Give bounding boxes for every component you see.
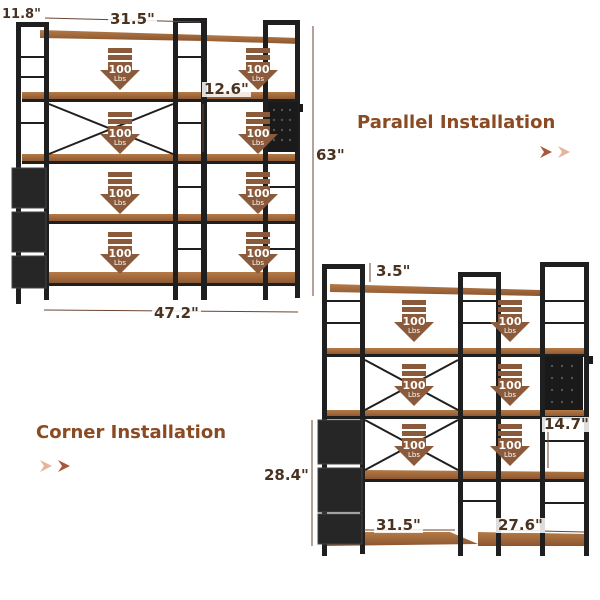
corner-width-left-label: 31.5"	[374, 516, 423, 534]
weight-value: 100	[498, 315, 522, 328]
weight-value: 100	[108, 63, 132, 76]
weight-unit: Lbs	[504, 451, 516, 459]
weight-unit: Lbs	[504, 327, 516, 335]
weight-unit: Lbs	[408, 451, 420, 459]
corner-shelf	[311, 262, 593, 556]
weight-value: 100	[246, 127, 270, 140]
weight-unit: Lbs	[252, 199, 264, 207]
weight-unit: Lbs	[408, 391, 420, 399]
weight-unit: Lbs	[252, 75, 264, 83]
corner-storage-bags	[317, 419, 363, 545]
weight-value: 100	[246, 63, 270, 76]
weight-value: 100	[498, 379, 522, 392]
parallel-storage-bags	[11, 167, 47, 289]
weight-unit: Lbs	[114, 139, 126, 147]
parallel-depth-label: 11.8"	[0, 7, 43, 22]
parallel-shelf-gap-label: 12.6"	[202, 80, 251, 98]
weight-unit: Lbs	[408, 327, 420, 335]
weight-unit: Lbs	[252, 259, 264, 267]
corner-top-gap-label: 3.5"	[374, 262, 413, 280]
weight-value: 100	[108, 127, 132, 140]
weight-value: 100	[402, 315, 426, 328]
weight-value: 100	[246, 247, 270, 260]
parallel-shelf-boards	[22, 30, 300, 286]
corner-width-right-label: 27.6"	[496, 516, 545, 534]
corner-pegboard	[545, 356, 593, 410]
weight-unit: Lbs	[114, 199, 126, 207]
weight-value: 100	[108, 187, 132, 200]
weight-value: 100	[498, 439, 522, 452]
weight-unit: Lbs	[252, 139, 264, 147]
weight-value: 100	[402, 379, 426, 392]
weight-value: 100	[246, 187, 270, 200]
parallel-total-width-label: 47.2"	[152, 304, 201, 322]
corner-installation-title: Corner Installation	[36, 422, 227, 443]
weight-unit: Lbs	[504, 391, 516, 399]
parallel-width-left-label: 31.5"	[108, 10, 157, 28]
parallel-shelf	[11, 17, 314, 313]
parallel-shelf-frame	[16, 18, 300, 304]
double-chevron-icon	[40, 460, 70, 472]
parallel-installation-title: Parallel Installation	[357, 112, 556, 133]
parallel-height-label: 63"	[314, 146, 347, 164]
parallel-pegboard	[268, 102, 303, 152]
double-chevron-icon	[540, 146, 570, 158]
weight-value: 100	[402, 439, 426, 452]
weight-unit: Lbs	[114, 75, 126, 83]
weight-value: 100	[108, 247, 132, 260]
weight-unit: Lbs	[114, 259, 126, 267]
corner-side-height-label: 14.7"	[542, 415, 591, 433]
corner-shelf-frame	[322, 262, 589, 556]
corner-lower-height-label: 28.4"	[262, 466, 311, 484]
